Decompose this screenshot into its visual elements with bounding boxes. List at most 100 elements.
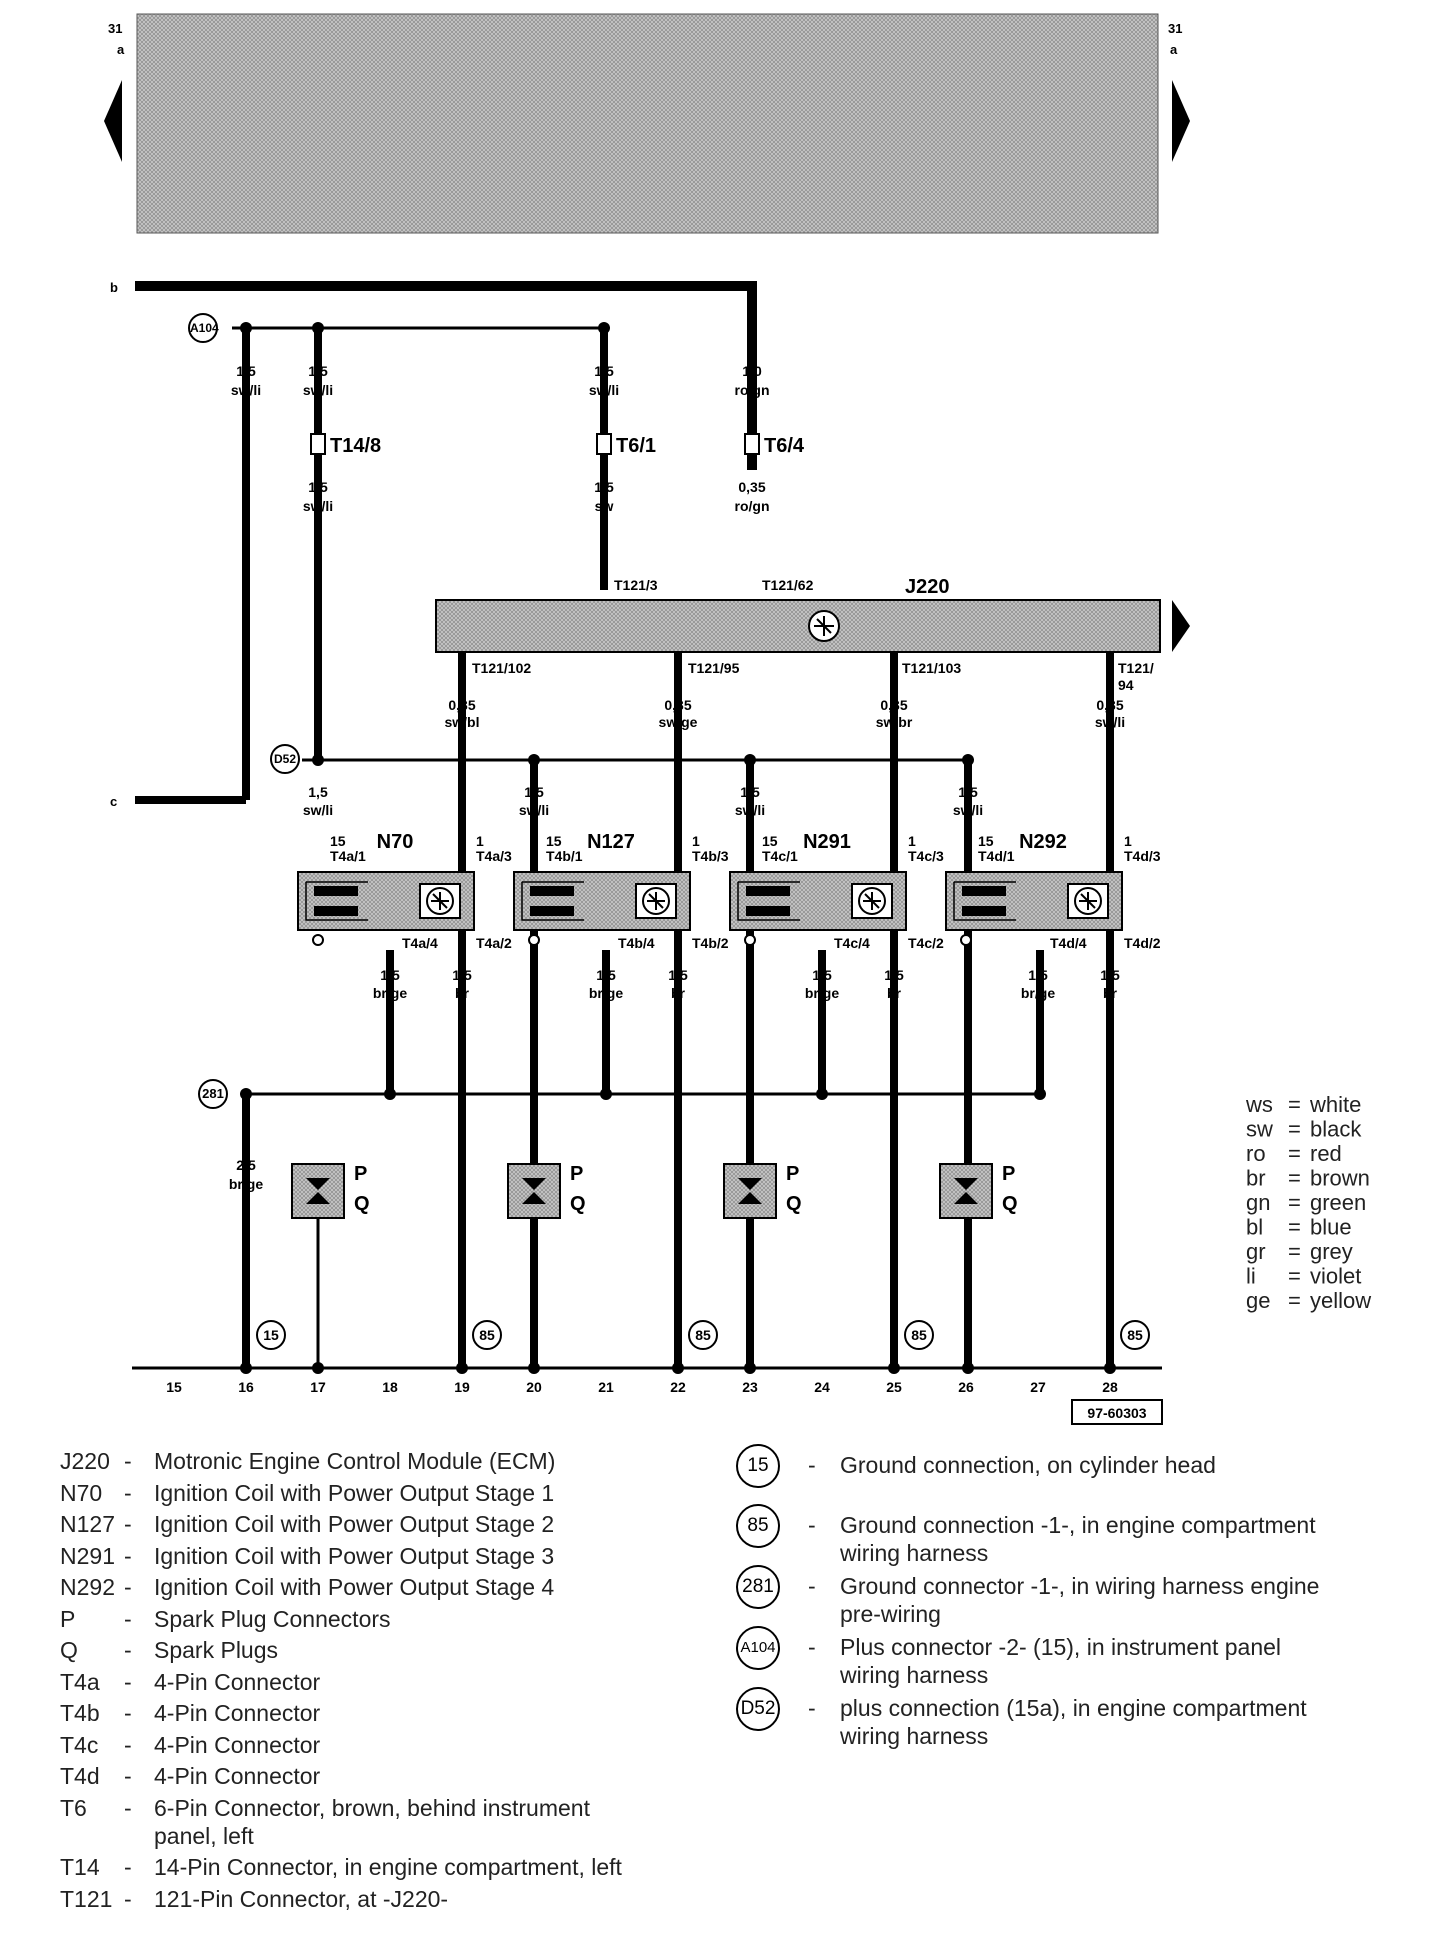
label-c: c — [110, 794, 117, 809]
track-number: 17 — [310, 1379, 326, 1395]
coil-pin-number: 1 — [908, 833, 916, 849]
color-code: gn — [1246, 1190, 1270, 1215]
coil-pin-number: 15 — [978, 833, 994, 849]
wire-label-size: 1,5 — [1100, 967, 1120, 983]
track-number: 15 — [166, 1379, 182, 1395]
track-number: 21 — [598, 1379, 614, 1395]
spark-plug: PQ — [291, 1163, 370, 1368]
connection-symbol: 281 — [736, 1565, 780, 1609]
color-code: ws — [1245, 1092, 1273, 1117]
coil-name: N127 — [587, 831, 635, 853]
wire-label-size: 0,35 — [738, 479, 765, 495]
wire-label-color: sw/li — [953, 802, 983, 818]
wire-label-color: sw/bl — [444, 714, 479, 730]
legend-dash: - — [124, 1763, 132, 1789]
top-right-letter: a — [1170, 42, 1178, 57]
coil-pin-number: 1 — [1124, 833, 1132, 849]
drawing-number: 97-60303 — [1087, 1405, 1146, 1421]
connection-symbol: D52 — [736, 1687, 780, 1731]
color-equals: = — [1288, 1190, 1301, 1215]
wire-label-size: 1,5 — [308, 784, 328, 800]
plug-label: T6/1 — [616, 435, 656, 457]
connection-symbol: 85 — [736, 1504, 780, 1548]
ecm-pin: T121/95 — [688, 660, 740, 676]
wire-label-size: 1,5 — [668, 967, 688, 983]
plug-label: T6/4 — [764, 435, 805, 457]
wire-label-color: br/ge — [229, 1176, 263, 1192]
ecm-arrow-icon — [1172, 600, 1190, 652]
color-meaning: yellow — [1310, 1288, 1371, 1313]
legend-dash: - — [124, 1668, 132, 1695]
ecm-pin: T121/102 — [472, 660, 531, 676]
label-b: b — [110, 280, 118, 295]
legend-text: wiring harness — [840, 1662, 989, 1688]
track-number: 18 — [382, 1379, 398, 1395]
color-equals: = — [1288, 1239, 1301, 1264]
legend-text: Plus connector -2- (15), in instrument p… — [840, 1634, 1282, 1660]
wire-label-color: sw/li — [1095, 714, 1125, 730]
connection-symbol: A104 — [736, 1626, 780, 1670]
legend-text: panel, left — [154, 1822, 254, 1849]
coil-pin-label: T4a/1 — [330, 848, 366, 864]
wire-label-color: sw/li — [735, 802, 765, 818]
top-left-letter: a — [117, 42, 125, 57]
wire-label-color: sw/li — [519, 802, 549, 818]
wire-label-size: 1,5 — [740, 784, 760, 800]
legend-code: J220 — [60, 1448, 110, 1474]
ground-85: 85 — [472, 1320, 502, 1350]
top-right-number: 31 — [1168, 21, 1182, 36]
track-number: 19 — [454, 1379, 470, 1395]
color-code: ge — [1246, 1288, 1270, 1313]
track-number: 22 — [670, 1379, 686, 1395]
legend-text: 4-Pin Connector — [154, 1731, 321, 1758]
legend-dash: - — [124, 1574, 132, 1600]
color-meaning: black — [1310, 1117, 1362, 1142]
coil-pin-label: T4a/2 — [476, 935, 512, 951]
top-bus-bar: 31 a 31 a — [104, 13, 1190, 234]
ecm-pin: T121/ — [1118, 660, 1154, 676]
wire-label-size: 1,5 — [958, 784, 978, 800]
legend-text: Ignition Coil with Power Output Stage 2 — [154, 1511, 555, 1537]
legend-text: Motronic Engine Control Module (ECM) — [154, 1448, 556, 1474]
wire-label-size: 1,5 — [452, 967, 472, 983]
color-equals: = — [1288, 1288, 1301, 1313]
legend-dash: - — [124, 1448, 132, 1474]
wire-label-color: sw/ge — [659, 714, 698, 730]
wire-label-size: 1,5 — [884, 967, 904, 983]
legend-dash: - — [124, 1511, 132, 1537]
wire-label-color: br — [455, 985, 470, 1001]
legend-dash: - — [808, 1634, 816, 1660]
color-code: gr — [1246, 1239, 1266, 1264]
legend-text: pre-wiring — [840, 1601, 941, 1627]
legend-dash: - — [808, 1695, 816, 1721]
legend-dash: - — [124, 1479, 132, 1506]
wire-label-size: 1,5 — [594, 363, 614, 379]
legend-text: Spark Plugs — [154, 1637, 279, 1663]
legend-dash: - — [124, 1637, 132, 1663]
legend-dash: - — [124, 1885, 132, 1912]
track-number: 26 — [958, 1379, 974, 1395]
coil-pin-label: T4c/1 — [762, 848, 798, 864]
plug-label: T14/8 — [330, 435, 381, 457]
connector-a104: A104 — [188, 313, 219, 343]
legend-code: T6 — [60, 1794, 87, 1821]
legend-text: Ground connector -1-, in wiring harness … — [840, 1573, 1320, 1599]
color-code: ro — [1246, 1141, 1266, 1166]
plug-q-label: Q — [786, 1193, 802, 1215]
legend-text: 4-Pin Connector — [154, 1700, 321, 1726]
wire-label-size: 0,35 — [880, 697, 907, 713]
ecm-pin: 94 — [1118, 677, 1134, 693]
color-meaning: violet — [1310, 1264, 1361, 1289]
legend-code: T4c — [60, 1731, 99, 1758]
legend-dash: - — [124, 1731, 132, 1758]
coil-pin-label: T4d/3 — [1124, 848, 1161, 864]
legend-code: T4a — [60, 1668, 100, 1695]
ecm-j220: J220 T121/3 T121/62 T121/102 T121/95 T12… — [435, 576, 1190, 693]
coil-pin-label: T4a/4 — [402, 935, 438, 951]
legend-code: N292 — [60, 1574, 115, 1600]
legend-text: Spark Plug Connectors — [154, 1605, 391, 1632]
legend-text: plus connection (15a), in engine compart… — [840, 1695, 1307, 1721]
wire-label-size: 1,5 — [594, 479, 614, 495]
